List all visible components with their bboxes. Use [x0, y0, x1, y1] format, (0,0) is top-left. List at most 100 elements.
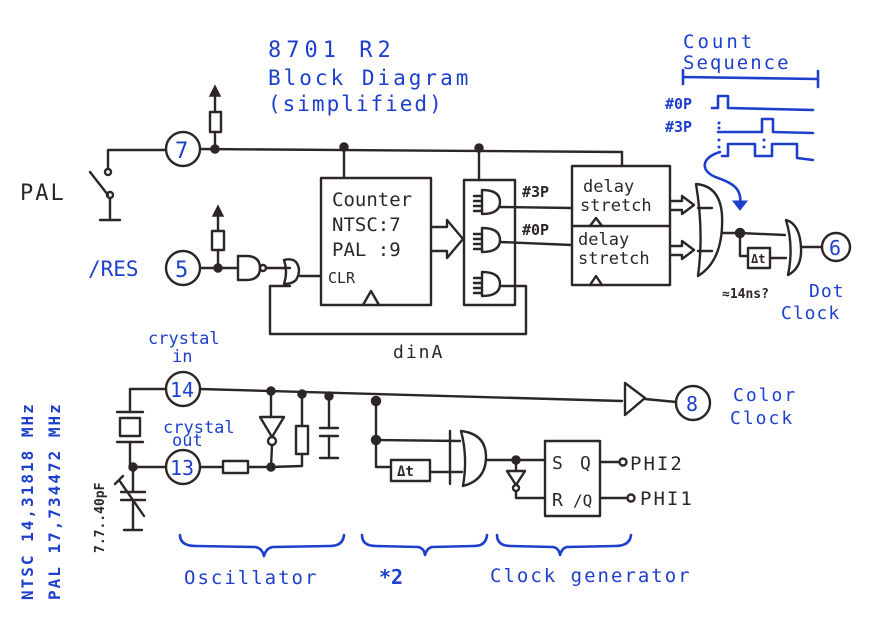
oscillator-label: Oscillator [184, 567, 318, 589]
and-gate [472, 188, 502, 216]
delay2-line1: delay [578, 230, 629, 250]
ntsc-frequency: NTSC 14,31818 MHz [18, 402, 37, 600]
counter-block: Counter NTSC:7 PAL :9 CLR [319, 176, 465, 307]
clock-input-icon [361, 289, 381, 307]
inverter [505, 469, 527, 487]
vcc-arrow-icon [211, 204, 225, 217]
signal-0p-wire-label: #0P [522, 221, 549, 239]
count-sequence-title-1: Count [683, 31, 755, 53]
counter-title: Counter [332, 189, 412, 211]
waveform-combined [720, 142, 815, 162]
waveform-0p [710, 94, 815, 112]
nand-gate [236, 254, 262, 282]
delay1-line1: delay [583, 177, 634, 197]
bus-arrow [668, 194, 696, 216]
dot-clock-label-2: Clock [781, 303, 840, 324]
counter-pal: PAL :9 [332, 239, 401, 261]
pullup-resistor [210, 229, 226, 252]
signal-0p-label: #0P [665, 95, 692, 113]
capacitor [318, 394, 340, 460]
and-gate [472, 226, 502, 254]
reset-label: /RES [88, 257, 139, 281]
and-gate [784, 218, 803, 277]
delay-value-label: ≈14ns? [722, 287, 769, 302]
phi2-output [618, 457, 628, 467]
reset-section: /RES 5 dinA [88, 204, 528, 363]
ff-s-label: S [552, 453, 563, 474]
diagram-title: 8701 R2 Block Diagram (simplified) [268, 38, 471, 116]
pal-switch-label: PAL [20, 181, 66, 206]
title-line2: Block Diagram [268, 66, 471, 90]
color-clock-label-2: Clock [730, 408, 794, 429]
pin-6-circle [820, 231, 852, 263]
sequence-arrow-head [731, 200, 749, 211]
delay1-line2: stretch [580, 196, 652, 216]
pin-14-label: 14 [170, 378, 194, 402]
bus-arrow [429, 218, 465, 260]
title-line1: 8701 R2 [268, 38, 396, 63]
dot-clock-label-1: Dot [809, 281, 845, 302]
decoder-block: #3P #0P [462, 178, 574, 307]
and-gate [472, 270, 502, 298]
color-clock-label-1: Color [733, 385, 797, 406]
dina-feedback-wire [268, 284, 528, 336]
ground-icon [98, 196, 122, 222]
title-line3: (simplified) [268, 92, 444, 116]
pin-8-label: 8 [686, 392, 698, 416]
crystal-in-label-2: in [172, 347, 192, 367]
or-gate [282, 258, 301, 286]
pal-select-section: 7 PAL [20, 84, 624, 222]
waveform-3p [716, 117, 815, 135]
phi1-label: PHI1 [640, 488, 694, 510]
vcc-arrow-icon [208, 84, 222, 97]
signal-3p-label: #3P [665, 118, 692, 136]
feedback-resistor [294, 424, 310, 456]
phi2-label: PHI2 [630, 453, 684, 475]
oscillator-section: crystal in 14 crystal out 13 7.7..40pF N… [18, 329, 624, 600]
switch-contact [103, 167, 113, 177]
doubler-delay-label: Δt [397, 464, 414, 480]
sr-flip-flop [543, 439, 602, 518]
wire [106, 148, 167, 172]
sequence-span-bracket [681, 68, 820, 89]
dina-label: dinA [393, 342, 444, 363]
counter-clr: CLR [328, 269, 356, 287]
pin-7-label: 7 [175, 139, 188, 164]
count-sequence: Count Sequence #0P #3P [665, 31, 820, 211]
delay2-line2: stretch [578, 249, 650, 269]
clock-generator-brace [495, 533, 633, 557]
section-braces: Oscillator *2 Clock generator [178, 533, 692, 589]
count-sequence-title-2: Sequence [683, 52, 791, 74]
crystal [118, 416, 142, 438]
crystal-out-label-2: out [172, 431, 203, 451]
crystal-out-label-1: crystal [163, 418, 235, 438]
pin-8-circle [674, 384, 712, 422]
ff-nq-label: /Q [573, 491, 592, 510]
delay-element-label: Δt [751, 252, 765, 266]
ff-q-label: Q [580, 453, 591, 474]
clock-generator-label: Clock generator [490, 565, 692, 587]
buffer [623, 381, 647, 417]
bus-arrow [668, 239, 696, 261]
clock-generator-section: S Q R /Q PHI2 PHI1 [505, 439, 694, 518]
oscillator-brace [178, 533, 346, 558]
phi1-output [626, 493, 636, 503]
xor-gate [459, 429, 488, 488]
clock-input-icon [588, 216, 604, 287]
pal-frequency: PAL 17,734472 MHz [45, 402, 64, 600]
inverter [258, 415, 286, 439]
doubler-section: Δt [370, 395, 547, 488]
delay-stretch-block: delay stretch delay stretch [570, 164, 696, 287]
sequence-arrow [703, 150, 742, 207]
crystal-in-label-1: crystal [148, 329, 220, 349]
dot-clock-section: Δt 6 ≈14ns? Dot Clock [694, 182, 852, 324]
color-clock-section: 8 Color Clock [623, 381, 797, 429]
pullup-resistor [208, 110, 223, 134]
counter-box [319, 176, 433, 307]
pal-switch-lever[interactable] [88, 170, 110, 197]
pin-6-label: 6 [829, 236, 841, 260]
doubler-brace [360, 533, 489, 557]
counter-ntsc: NTSC:7 [332, 214, 401, 236]
ff-r-label: R [552, 490, 563, 511]
